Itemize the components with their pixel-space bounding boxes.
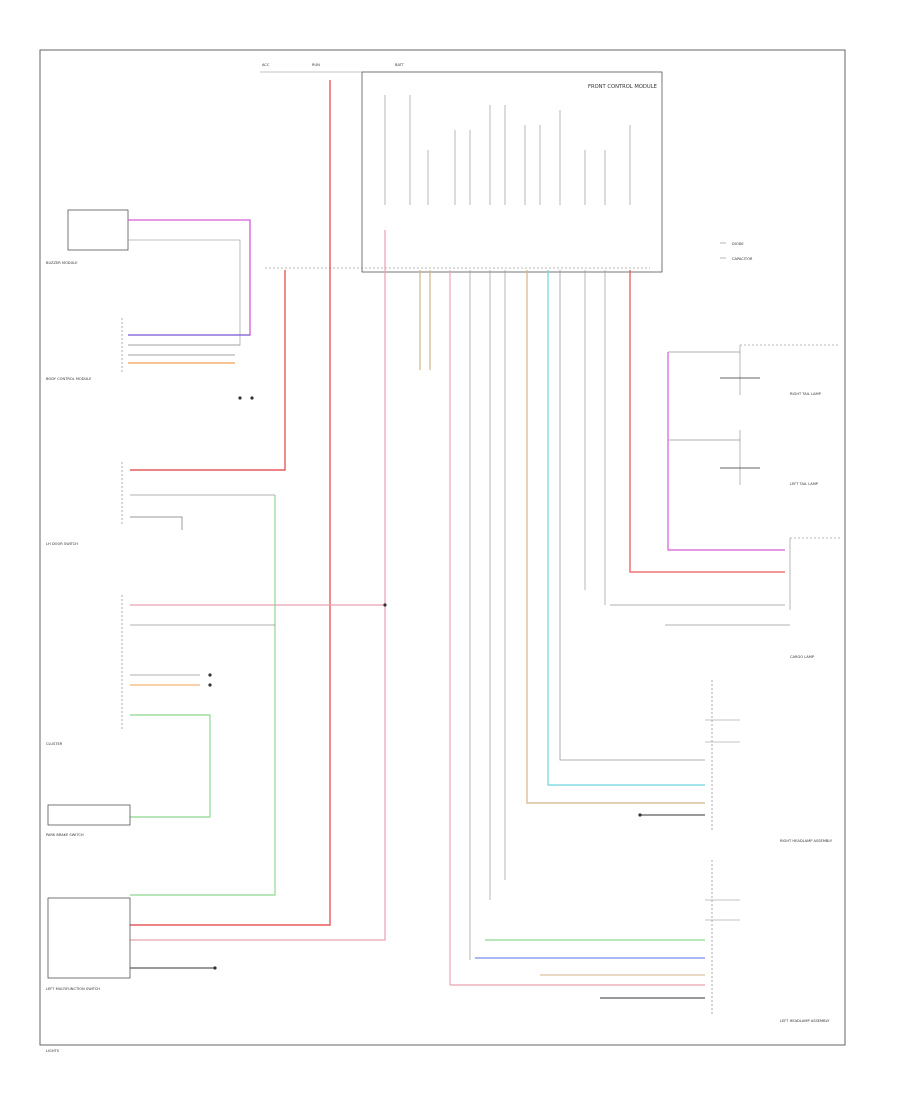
legend-item-capacitor: CAPACITOR [732,257,753,261]
park-brake-switch-block: PARK BRAKE SWITCH [46,804,131,837]
rh-tail-lamp-block: RIGHT TAIL LAMP [720,344,840,396]
fcm-internal-circuits [384,95,631,205]
page-tag: LIGHTS [46,1049,60,1053]
buzzer-module-block: BUZZER MODULE [46,209,251,346]
cluster-label: CLUSTER [46,742,63,746]
rh-tail-lamp-label: RIGHT TAIL LAMP [790,392,822,396]
bcm-label: BODY CONTROL MODULE [46,377,92,381]
park-brake-switch-label: PARK BRAKE SWITCH [46,833,84,837]
lh-headlamp-block: LEFT HEADLAMP ASSEMBLY [600,860,830,1023]
lh-door-switch-label: LH DOOR SWITCH [46,542,78,546]
lh-door-switch-block: LH DOOR SWITCH [46,462,123,546]
diagram-frame [39,49,846,1046]
fcm-block: FRONT CONTROL MODULE ACC RUN BATT [260,63,663,273]
lh-headlamp-label: LEFT HEADLAMP ASSEMBLY [780,1019,830,1023]
cluster-block: CLUSTER [46,595,123,746]
svg-text:RUN: RUN [312,63,320,67]
bcm-block: BODY CONTROL MODULE [46,318,250,381]
svg-text:ACC: ACC [262,63,270,67]
lh-tail-lamp-block: LEFT TAIL LAMP [720,430,819,486]
splice-points [208,396,642,970]
circuits [130,80,790,986]
fcm-label: FRONT CONTROL MODULE [588,84,657,90]
rh-headlamp-label: RIGHT HEADLAMP ASSEMBLY [780,839,833,843]
cargo-lamp-block: CARGO LAMP [789,537,840,659]
lh-multifunction-switch-label: LEFT MULTIFUNCTION SWITCH [46,987,100,991]
buzzer-module-label: BUZZER MODULE [46,261,78,265]
rh-headlamp-block: RIGHT HEADLAMP ASSEMBLY [640,680,833,843]
cargo-lamp-label: CARGO LAMP [790,655,815,659]
legend: DIODE CAPACITOR [720,242,753,261]
lh-multifunction-switch-block: LEFT MULTIFUNCTION SWITCH [46,897,131,991]
lh-tail-lamp-label: LEFT TAIL LAMP [790,482,819,486]
legend-item-diode: DIODE [732,242,744,246]
svg-text:BATT: BATT [395,63,405,67]
